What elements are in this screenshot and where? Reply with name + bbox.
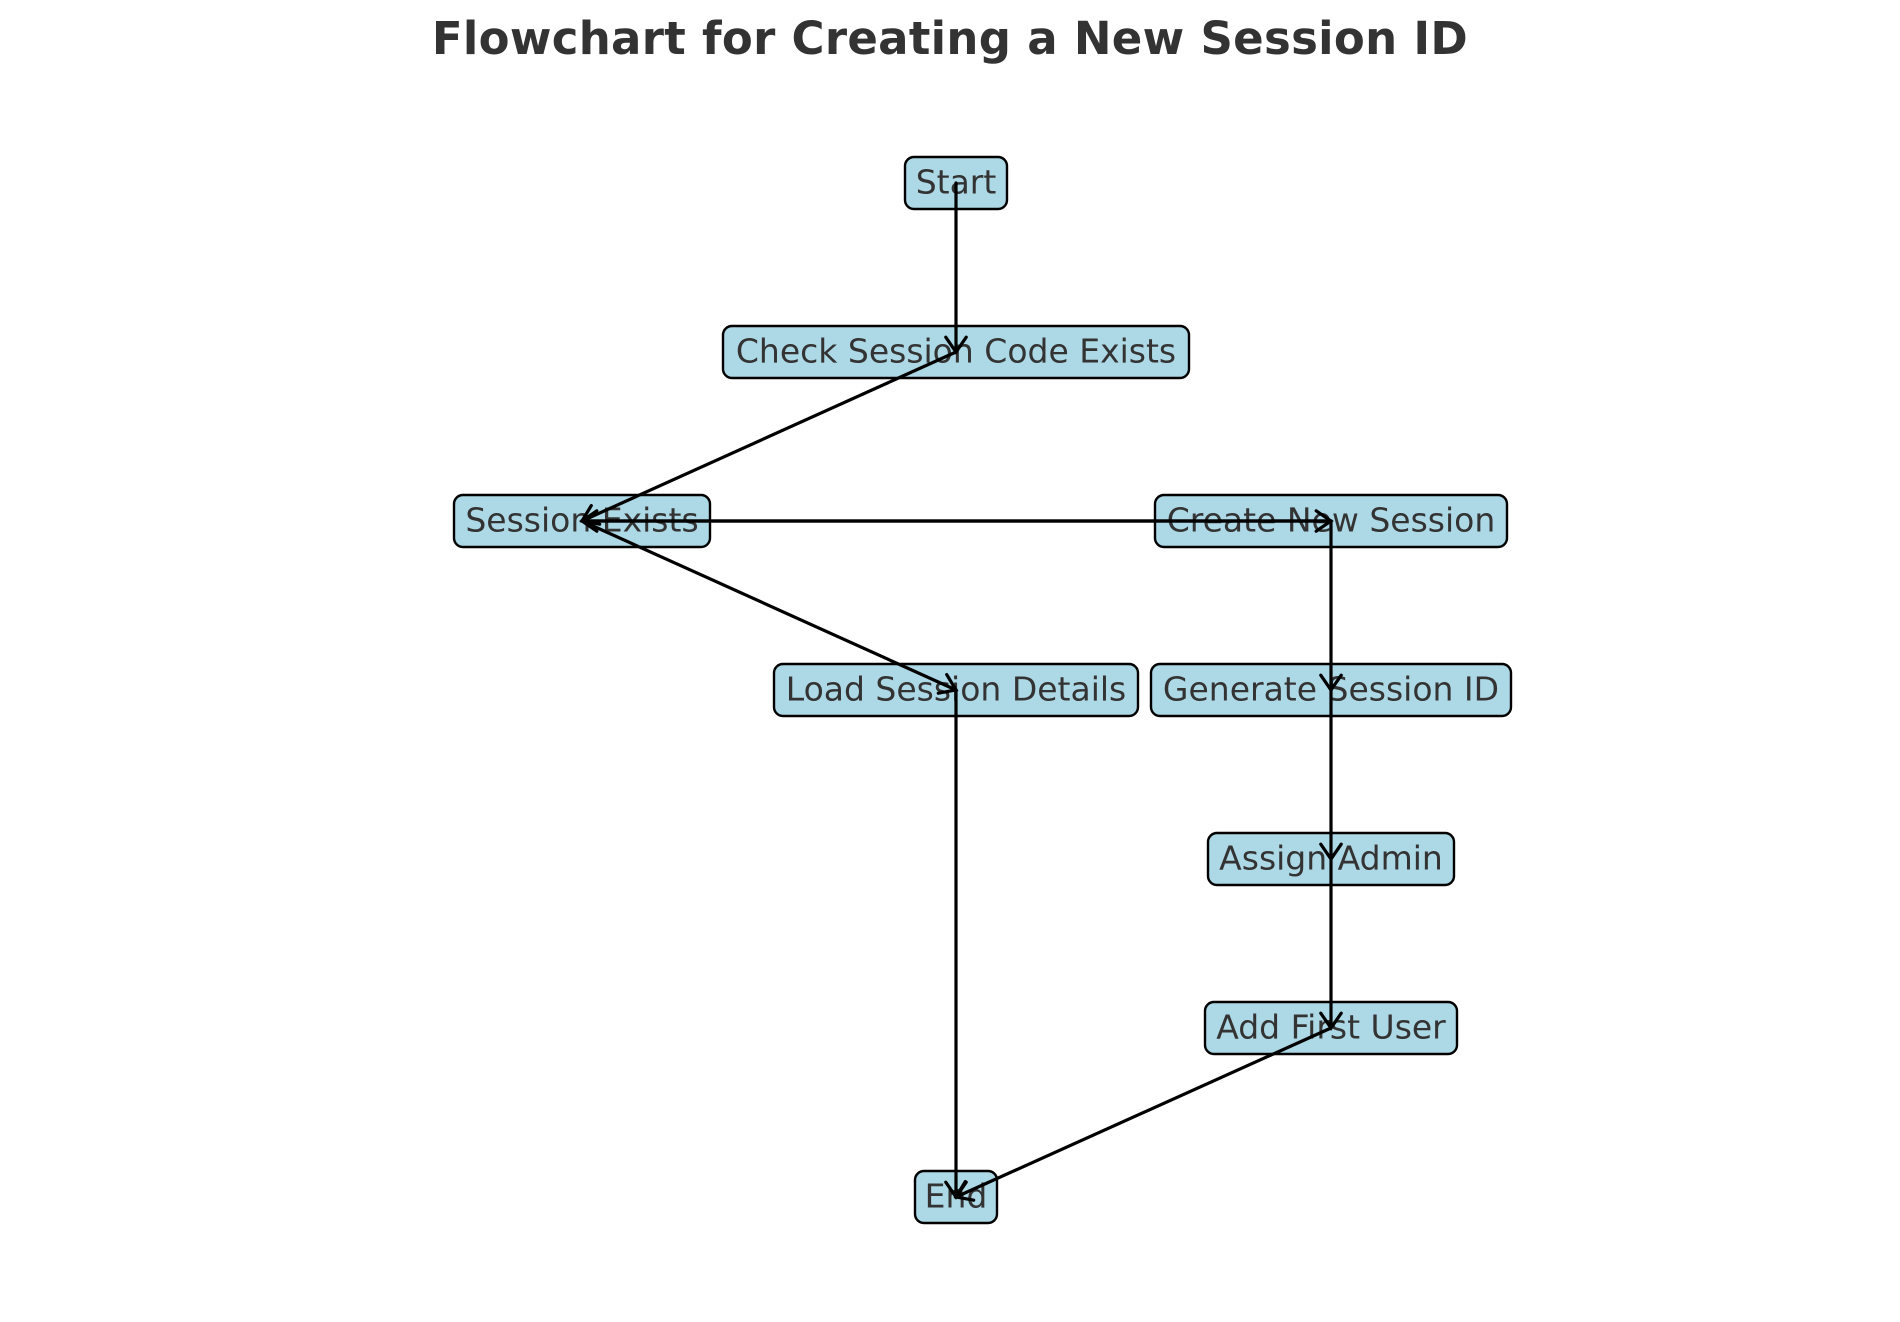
edge-line [580, 519, 958, 692]
edge-line [580, 350, 958, 523]
edges-layer [579, 181, 1343, 1202]
edge-line [954, 1026, 1333, 1199]
edge-load-to-end [944, 688, 968, 1200]
arrowhead [953, 1179, 976, 1202]
edge-adduser-to-end [953, 1026, 1333, 1202]
page-title: Flowchart for Creating a New Session ID [431, 12, 1469, 65]
